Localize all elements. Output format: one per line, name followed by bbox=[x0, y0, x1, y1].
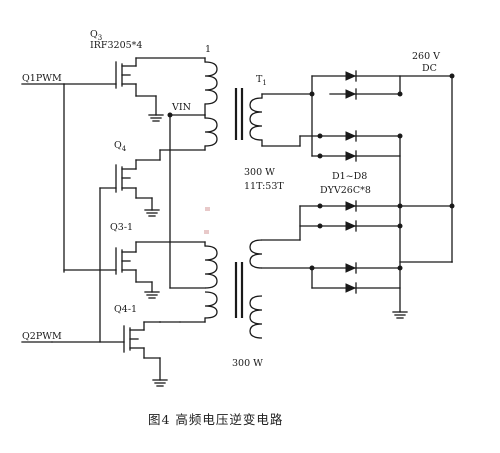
q1pwm-label: Q1PWM bbox=[22, 73, 62, 84]
power-label-top: 300 W bbox=[244, 167, 275, 178]
diode-symbol bbox=[345, 282, 357, 294]
q4-label: Q4 bbox=[114, 140, 127, 153]
q4-1-label: Q4-1 bbox=[114, 304, 137, 315]
diode-symbol bbox=[345, 150, 357, 162]
turns-ratio-label: 11T:53T bbox=[244, 181, 284, 192]
smudge-mark bbox=[205, 207, 210, 211]
power-label-bottom: 300 W bbox=[232, 358, 263, 369]
winding-number-label: 1 bbox=[205, 44, 211, 55]
mosfet-q3 bbox=[63, 57, 206, 273]
diode-range-label: D1~D8 bbox=[332, 171, 367, 182]
diode-symbol bbox=[345, 200, 357, 212]
transformer-t1-top bbox=[204, 61, 313, 147]
transformer-bottom bbox=[204, 239, 313, 339]
figure-caption: 图4 高频电压逆变电路 bbox=[148, 412, 283, 427]
diode-symbol bbox=[345, 220, 357, 232]
q3-label: Q3 bbox=[90, 29, 102, 42]
mosfet-q4 bbox=[99, 159, 161, 343]
diode-symbol bbox=[345, 130, 357, 142]
output-voltage-label: 260 V bbox=[412, 51, 440, 62]
t1-label: T1 bbox=[256, 74, 267, 87]
smudge-mark bbox=[204, 230, 209, 234]
diode-symbol bbox=[345, 70, 357, 82]
output-dc-label: DC bbox=[422, 63, 437, 74]
mosfet-q4-1 bbox=[51, 321, 168, 387]
q2pwm-label: Q2PWM bbox=[22, 331, 62, 342]
diode-symbol bbox=[345, 88, 357, 100]
rectifier-bridge bbox=[299, 70, 455, 319]
q3-1-label: Q3-1 bbox=[110, 222, 133, 233]
diode-part-label: DYV26C*8 bbox=[320, 185, 371, 196]
part-number-label: IRF3205*4 bbox=[90, 40, 142, 51]
vin-label: VIN bbox=[171, 102, 191, 113]
primary-wiring bbox=[21, 57, 206, 343]
diode-symbol bbox=[345, 262, 357, 274]
mosfet-q3-1 bbox=[63, 241, 160, 299]
